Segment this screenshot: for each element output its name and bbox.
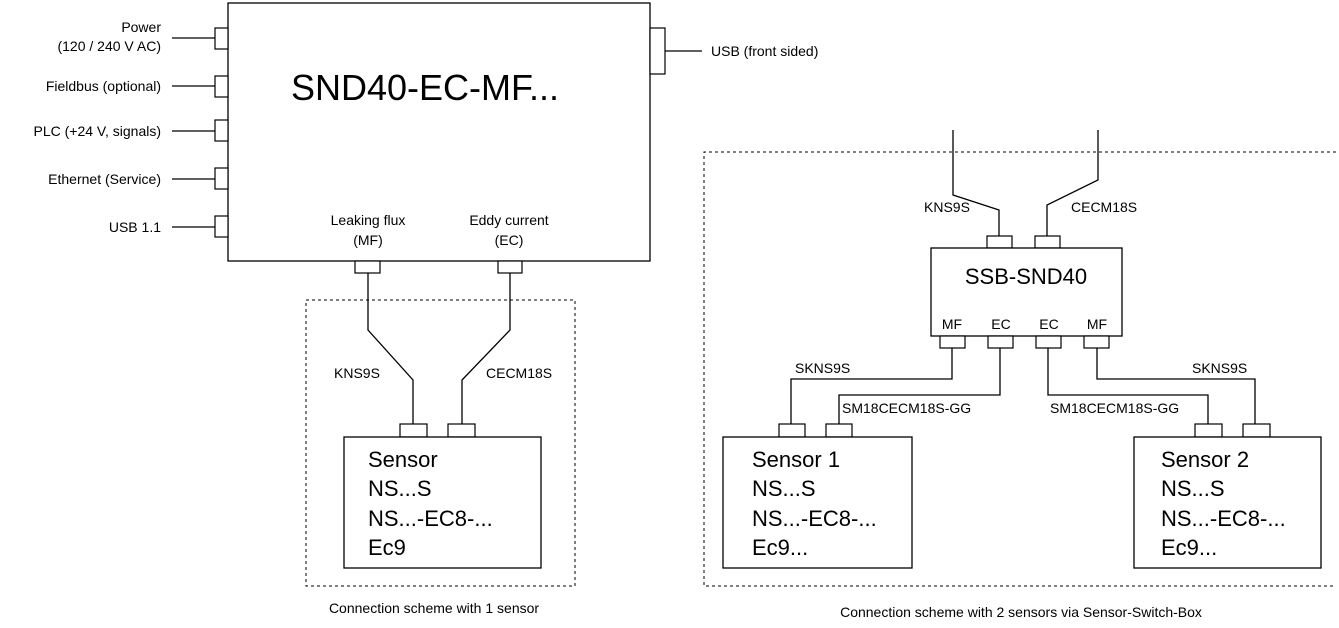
sensor2-ns-s: NS...S: [1161, 476, 1225, 501]
usb-front-label: USB (front sided): [711, 43, 818, 59]
scheme2-caption: Connection scheme with 2 sensors via Sen…: [840, 604, 1202, 620]
usb11-connector: [214, 215, 229, 238]
sm18-right-cable: [1047, 348, 1209, 424]
usb-front-connector: [649, 27, 666, 75]
ssb-port-mf-left: MF: [942, 316, 962, 332]
ssb-out-ec-left: [987, 335, 1014, 349]
input-connectors: [172, 27, 229, 238]
sensor2-ec9: Ec9...: [1161, 535, 1217, 560]
sensor1-ns-s: NS...S: [752, 476, 816, 501]
sensor1-ec9: Ec9...: [752, 535, 808, 560]
mf-output-connector: [354, 260, 381, 274]
ssb-in-ec-connector: [1034, 235, 1061, 249]
kns9s-cable: [367, 273, 414, 424]
ssb-out-mf-right: [1083, 335, 1110, 349]
ssb-port-ec-right: EC: [1039, 316, 1058, 332]
sensor1-ec-connector: [825, 423, 853, 438]
sensor2-box: [1133, 436, 1322, 569]
sensor-mf-connector: [399, 423, 428, 438]
main-unit-box: [227, 2, 651, 262]
kns9s-in-cable: [952, 130, 1000, 236]
sensor1-box: [722, 436, 913, 569]
plc-connector: [214, 119, 229, 142]
ethernet-connector: [214, 167, 229, 190]
switchbox-title: SSB-SND40: [965, 264, 1087, 289]
skns9s-left-cable: [790, 348, 953, 424]
ec-label: (EC): [495, 232, 524, 248]
eddy-current-label: Eddy current: [469, 212, 548, 228]
cecm18s-in-label: CECM18S: [1071, 199, 1137, 215]
plc-label: PLC (+24 V, signals): [34, 123, 162, 139]
switchbox: [930, 247, 1123, 337]
cecm18s-cable: [461, 273, 511, 424]
sensor1-mf-connector: [778, 423, 806, 438]
skns9s-left-label: SKNS9S: [795, 360, 850, 376]
power-voltage-label: (120 / 240 V AC): [57, 38, 161, 54]
sm18-right-label: SM18CECM18S-GG: [1050, 400, 1179, 416]
sensor1-ns-ec8: NS...-EC8-...: [752, 506, 877, 531]
sensor-title: Sensor: [368, 447, 438, 472]
sensor-ns-ec8: NS...-EC8-...: [368, 506, 493, 531]
sensor2-ns-ec8: NS...-EC8-...: [1161, 506, 1286, 531]
cecm18s-label: CECM18S: [486, 365, 552, 381]
skns9s-right-cable: [1096, 348, 1256, 424]
kns9s-in-label: KNS9S: [924, 199, 970, 215]
power-label: Power: [121, 19, 161, 35]
leaking-flux-label: Leaking flux: [331, 212, 406, 228]
ssb-in-mf-connector: [986, 235, 1013, 249]
sm18-left-cable: [838, 348, 1001, 424]
power-connector: [214, 27, 229, 50]
ec-output-connector: [497, 260, 523, 274]
kns9s-label: KNS9S: [334, 365, 380, 381]
fieldbus-label: Fieldbus (optional): [46, 78, 161, 94]
scheme1-caption: Connection scheme with 1 sensor: [329, 600, 539, 616]
sm18-left-label: SM18CECM18S-GG: [842, 400, 971, 416]
sensor1-title: Sensor 1: [752, 447, 840, 472]
ssb-port-mf-right: MF: [1087, 316, 1107, 332]
sensor2-mf-connector: [1242, 423, 1271, 438]
sensor2-title: Sensor 2: [1161, 447, 1249, 472]
sensor-box: [343, 436, 542, 569]
sensor2-ec-connector: [1194, 423, 1223, 438]
scheme1-frame: [305, 299, 576, 587]
sensor-ec-connector: [447, 423, 476, 438]
ssb-out-ec-right: [1035, 335, 1062, 349]
ssb-out-mf-left: [939, 335, 966, 349]
mf-label: (MF): [353, 232, 383, 248]
fieldbus-connector: [214, 75, 229, 98]
skns9s-right-label: SKNS9S: [1192, 360, 1247, 376]
sensor-ns-s: NS...S: [368, 476, 432, 501]
cecm18s-in-cable: [1046, 130, 1099, 236]
ethernet-label: Ethernet (Service): [48, 171, 161, 187]
sensor-ec9: Ec9: [368, 535, 406, 560]
main-unit-title: SND40-EC-MF...: [291, 67, 559, 108]
ssb-port-ec-left: EC: [991, 316, 1010, 332]
scheme2-frame: [703, 151, 1336, 587]
usb11-label: USB 1.1: [109, 219, 161, 235]
